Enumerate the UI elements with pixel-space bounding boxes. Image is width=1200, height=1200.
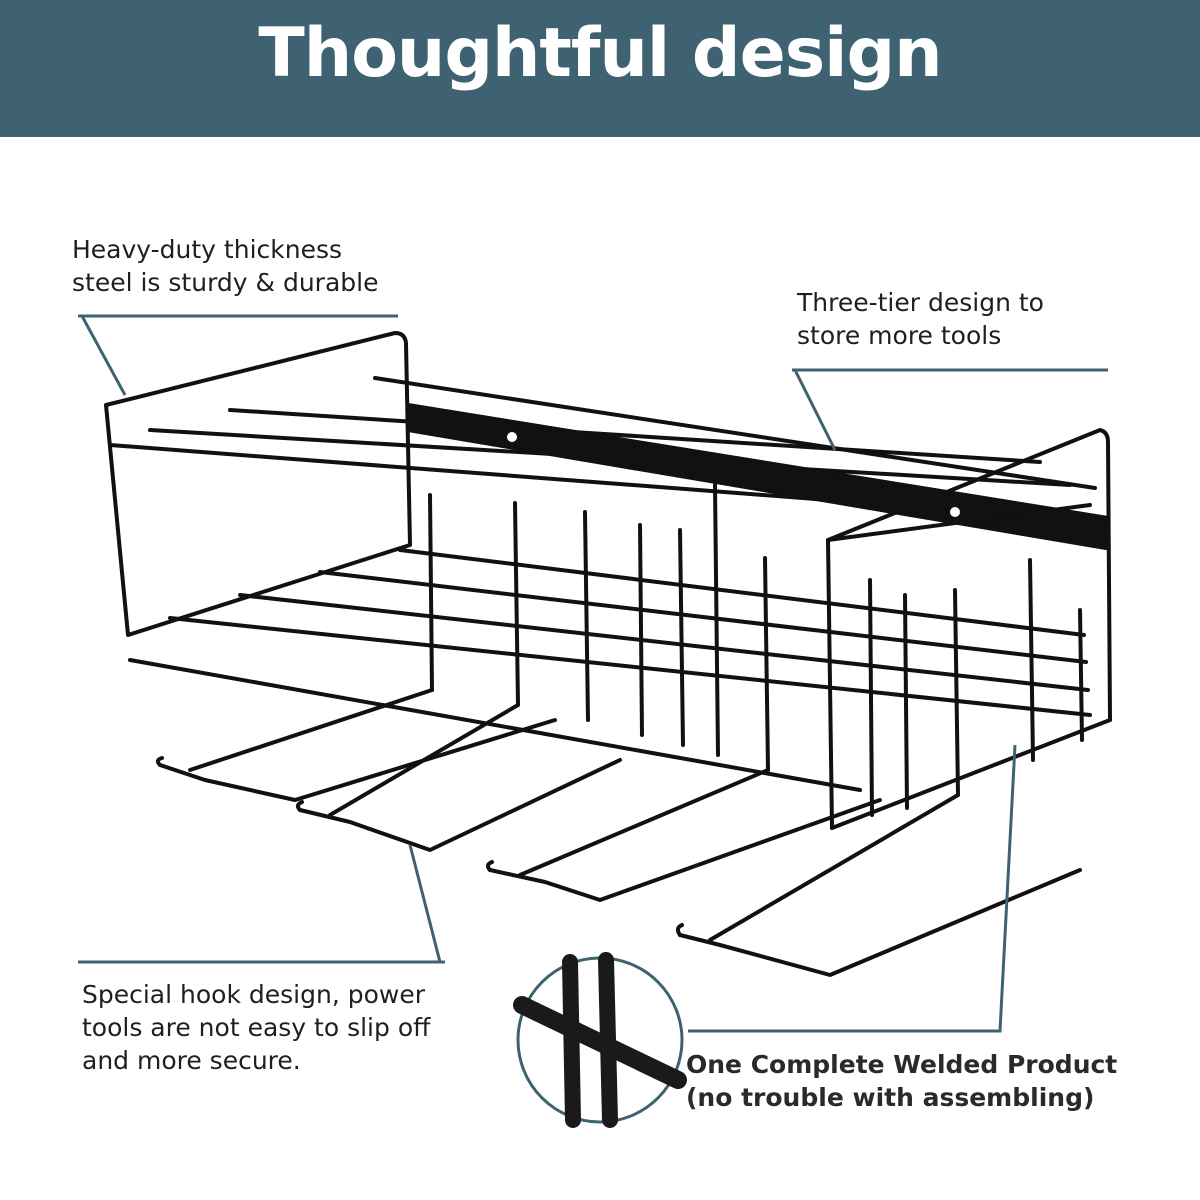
wire-rack <box>104 331 1112 977</box>
leader-line-tiers <box>792 368 1108 451</box>
callout-hook-line3: and more secure. <box>82 1046 301 1075</box>
callout-welded-line2: (no trouble with assembling) <box>686 1083 1095 1112</box>
title-banner: Thoughtful design <box>0 0 1200 137</box>
page-title: Thoughtful design <box>258 14 942 93</box>
leader-line-welded <box>688 744 1017 1033</box>
welded-joint-inset <box>513 952 687 1128</box>
leader-lines <box>78 314 1108 1033</box>
callout-welded-line1: One Complete Welded Product <box>686 1050 1118 1079</box>
callout-steel-line2: steel is sturdy & durable <box>72 268 379 297</box>
callout-hook: Special hook design, power tools are not… <box>82 978 430 1077</box>
callout-hook-line1: Special hook design, power <box>82 980 425 1009</box>
callout-steel: Heavy-duty thickness steel is sturdy & d… <box>72 233 378 299</box>
callout-steel-line1: Heavy-duty thickness <box>72 235 343 264</box>
callout-hook-line2: tools are not easy to slip off <box>82 1013 431 1042</box>
leader-line-steel <box>78 314 398 396</box>
callout-tiers-line1: Three-tier design to <box>797 288 1044 317</box>
callout-welded: One Complete Welded Product (no trouble … <box>686 1048 1117 1114</box>
callout-tiers: Three-tier design to store more tools <box>797 286 1044 352</box>
callout-tiers-line2: store more tools <box>797 321 1002 350</box>
leader-line-hook <box>78 844 445 964</box>
